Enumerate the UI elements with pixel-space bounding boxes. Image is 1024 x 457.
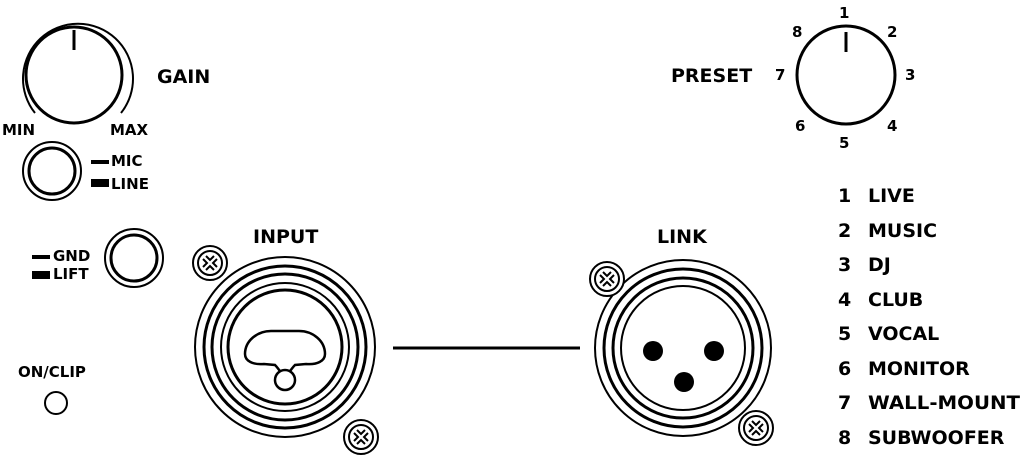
gnd-label: GND [53, 247, 90, 265]
preset-list-name: VOCAL [868, 323, 939, 345]
gain-max-label: MAX [110, 121, 149, 139]
preset-list-number: 1 [838, 185, 851, 207]
line-label: LINE [111, 175, 149, 193]
mic-position-marker [91, 160, 109, 164]
mic-label: MIC [111, 152, 143, 170]
dial-number-5: 5 [839, 134, 849, 152]
preset-list-number: 8 [838, 427, 851, 449]
xlr-pin-3 [674, 372, 694, 392]
xlr-pin-2 [704, 341, 724, 361]
screw-icon [589, 261, 625, 297]
gain-label: GAIN [157, 66, 210, 88]
dial-number-8: 8 [792, 23, 802, 41]
screw-icon [343, 419, 379, 455]
preset-list-name: MUSIC [868, 220, 937, 242]
screw-icon [192, 245, 228, 281]
dial-number-2: 2 [887, 23, 897, 41]
preset-list-number: 6 [838, 358, 851, 380]
link-xlr-jack[interactable] [594, 259, 772, 437]
gain-min-label: MIN [2, 121, 35, 139]
line-position-marker [91, 179, 109, 187]
preset-list-name: CLUB [868, 289, 923, 311]
preset-list-number: 5 [838, 323, 851, 345]
dial-number-3: 3 [905, 66, 915, 84]
gain-knob[interactable] [22, 22, 134, 125]
on-clip-label: ON/CLIP [18, 363, 86, 381]
input-label: INPUT [253, 226, 318, 248]
link-label: LINK [657, 226, 708, 248]
xlr-pin-1 [643, 341, 663, 361]
dial-number-7: 7 [775, 66, 785, 84]
dial-number-4: 4 [887, 117, 897, 135]
mic-line-switch[interactable] [22, 141, 82, 201]
preset-list-number: 2 [838, 220, 851, 242]
preset-label: PRESET [671, 65, 752, 87]
preset-list-name: WALL-MOUNT [868, 392, 1020, 414]
input-combo-jack[interactable] [194, 256, 376, 438]
preset-list: 1 LIVE 2 MUSIC 3 DJ 4 CLUB 5 VOCAL 6 MON… [838, 185, 1020, 449]
preset-list-number: 3 [838, 254, 851, 276]
dial-number-6: 6 [795, 117, 805, 135]
lift-position-marker [32, 271, 50, 279]
preset-list-name: SUBWOOFER [868, 427, 1005, 449]
gnd-lift-switch[interactable] [104, 228, 164, 288]
preset-list-name: DJ [868, 254, 891, 276]
preset-list-number: 7 [838, 392, 851, 414]
lift-label: LIFT [53, 265, 89, 283]
gnd-position-marker [32, 255, 50, 259]
dial-number-1: 1 [839, 4, 849, 22]
screw-icon [738, 410, 774, 446]
preset-dial[interactable] [795, 24, 897, 126]
preset-list-name: MONITOR [868, 358, 970, 380]
on-clip-led [44, 391, 68, 415]
preset-list-number: 4 [838, 289, 851, 311]
preset-list-name: LIVE [868, 185, 915, 207]
